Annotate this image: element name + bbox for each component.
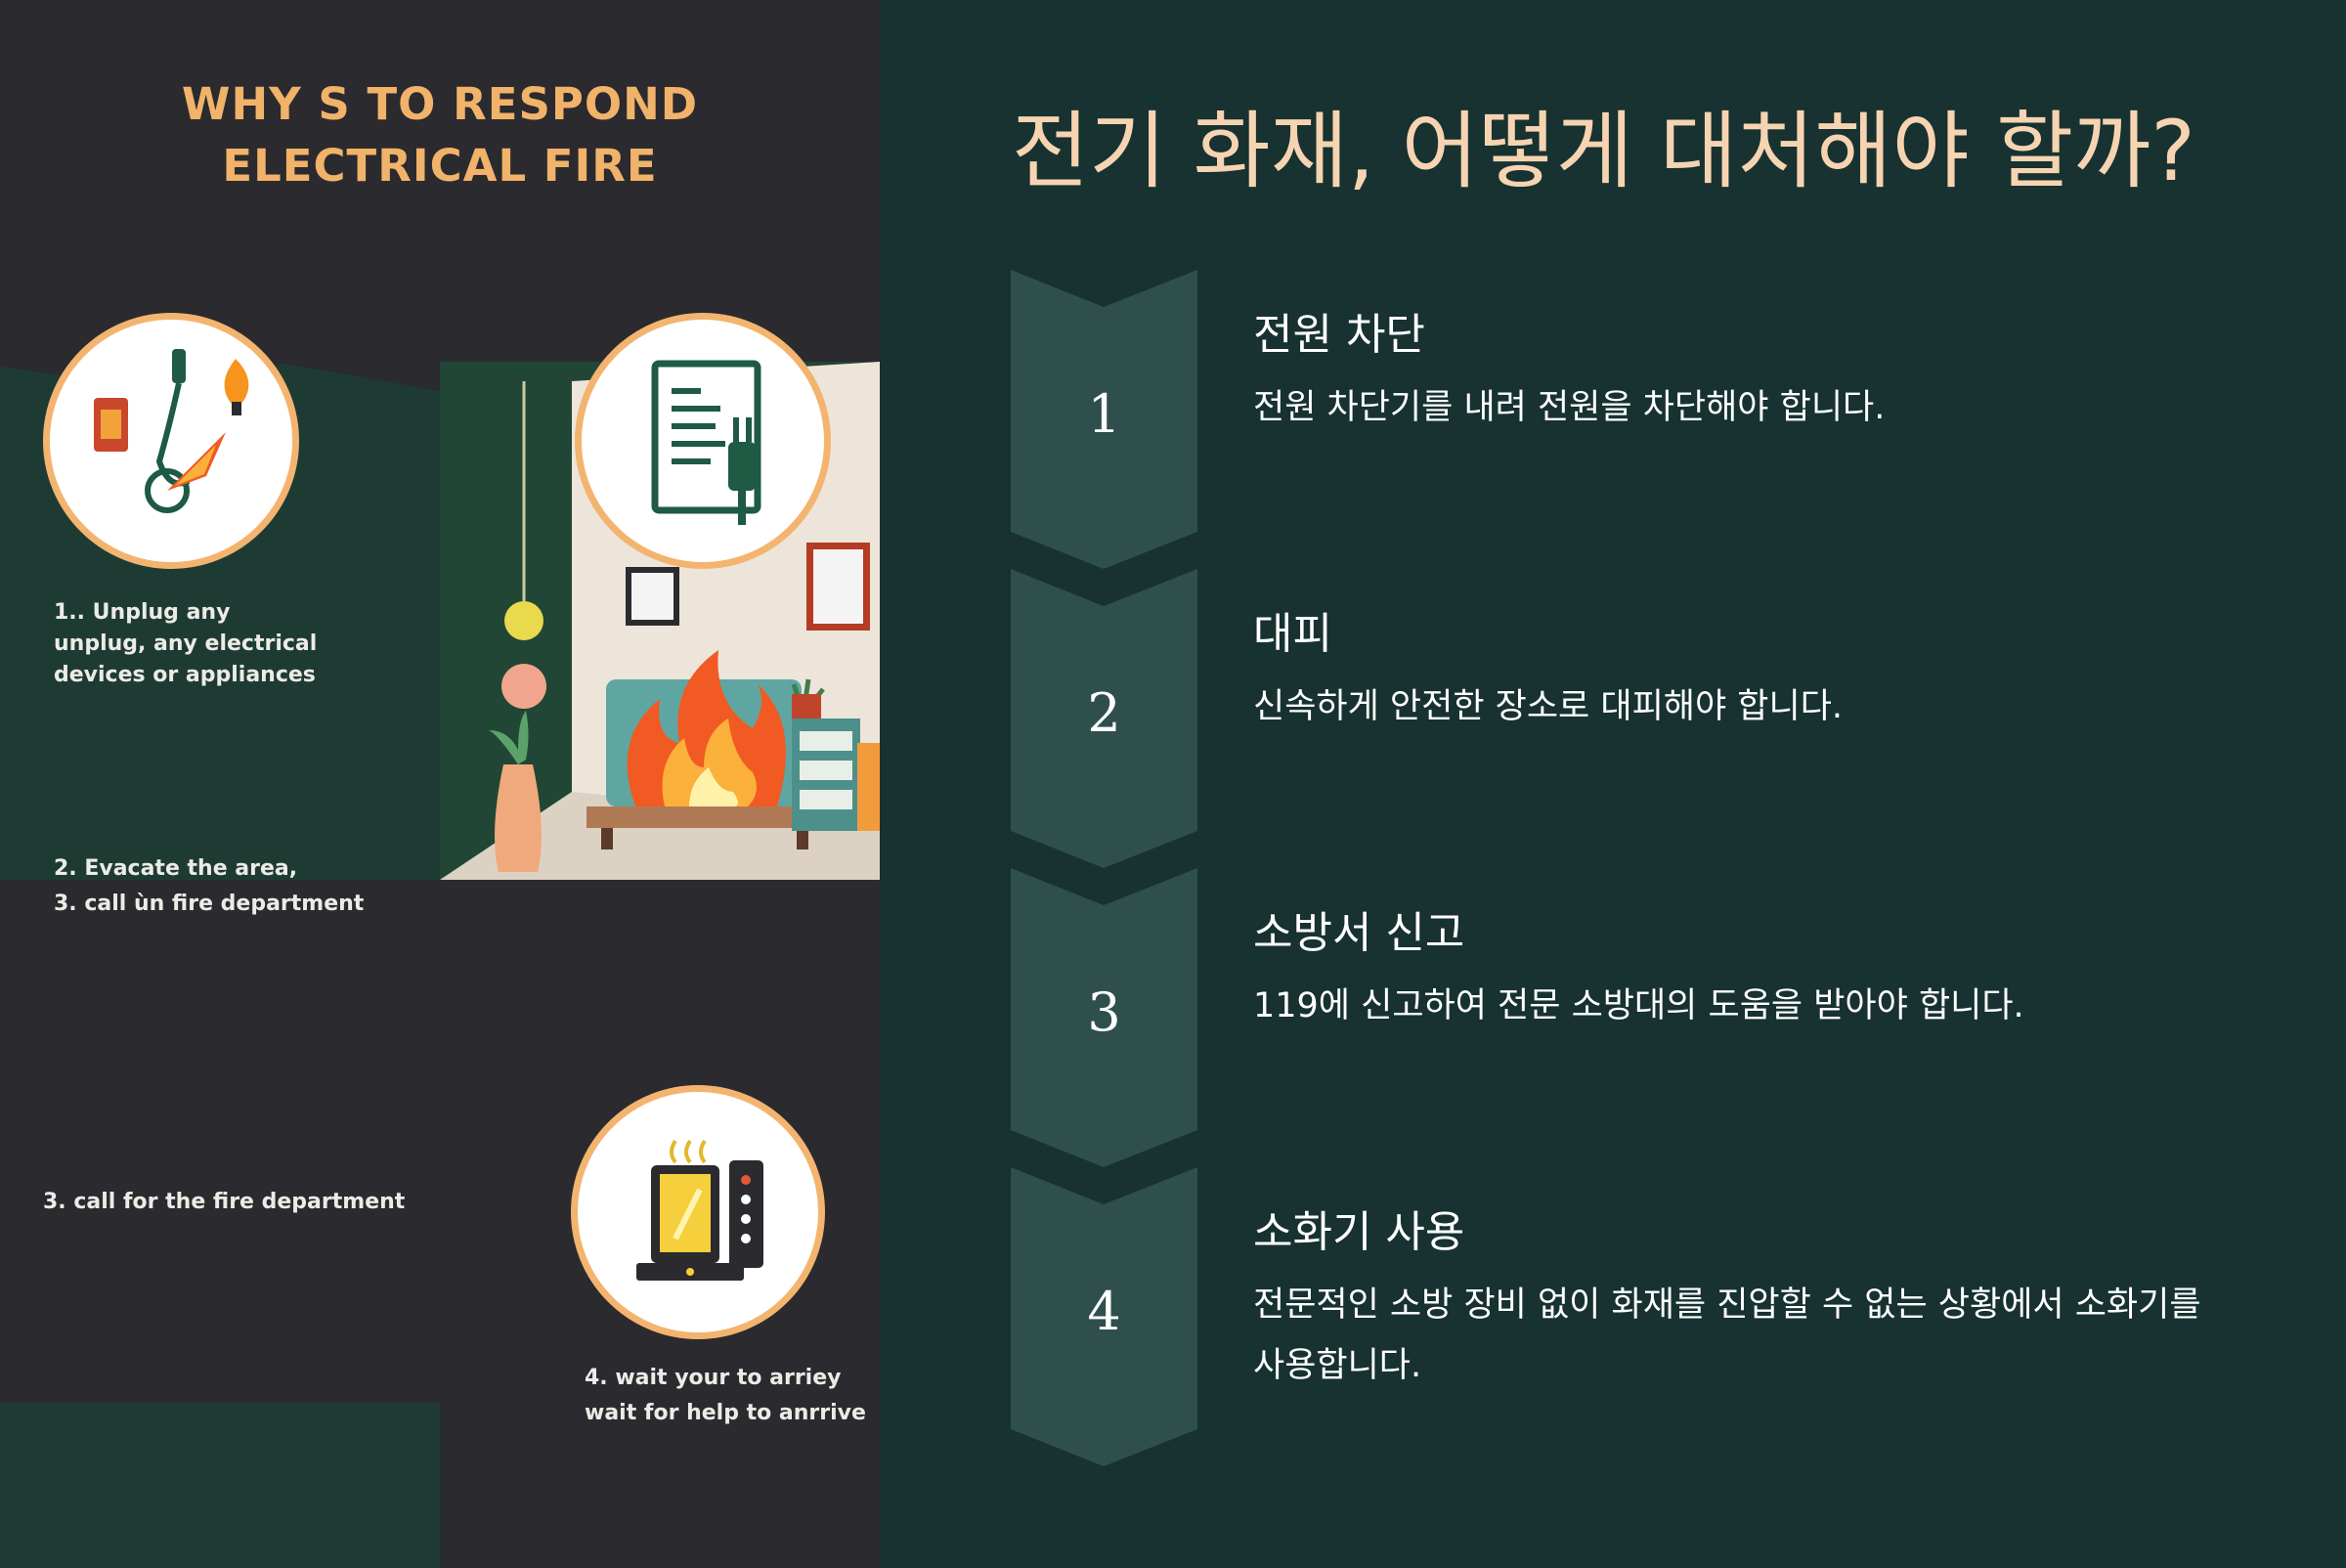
step-2-number: 2 (1087, 682, 1121, 744)
caption-step-1-line3: devices or appliances (54, 663, 316, 687)
step-2-title: 대피 (1253, 609, 1332, 659)
phone-icon (571, 1085, 825, 1339)
step-4-description: 전문적인 소방 장비 없이 화재를 진압할 수 없는 상황에서 소화기를 사용합… (1253, 1285, 2201, 1385)
caption-step-2-line1: 2. Evacate the area, (54, 856, 298, 881)
infographic-panel: WHY S TO RESPOND ELECTRICAL FIRE (0, 0, 880, 1568)
step-3-number: 3 (1087, 981, 1121, 1043)
caption-step-2: 2. Evacate the area, 3. call ùn fire dep… (54, 851, 364, 922)
step-3-chevron (1011, 868, 1197, 1167)
step-4-number: 4 (1087, 1281, 1121, 1342)
caption-step-1-line2: unplug, any electrical (54, 632, 318, 656)
step-1-number: 1 (1087, 383, 1121, 445)
step-1-chevron (1011, 270, 1197, 569)
step-4-chevron (1011, 1167, 1197, 1466)
step-2-chevron (1011, 569, 1197, 868)
caption-step-1-line1: 1.. Unplug any (54, 600, 231, 625)
step-1-title: 전원 차단 (1253, 310, 1425, 360)
caption-step-4-line2: wait for help to anrrive (585, 1401, 866, 1425)
caption-step-4: 4. wait your to arriey wait for help to … (585, 1361, 866, 1431)
fuse-box-icon (575, 313, 831, 569)
caption-step-3: 3. call for the fire department (43, 1190, 406, 1214)
step-1-description: 전원 차단기를 내려 전원을 차단해야 합니다. (1253, 388, 1886, 427)
step-4-title: 소화기 사용 (1253, 1207, 1465, 1257)
step-3-description: 119에 신고하여 전문 소방대의 도움을 받아야 합니다. (1253, 986, 2024, 1025)
page-title: 전기 화재, 어떻게 대처해야 할까? (1012, 103, 2195, 200)
unplug-icon (43, 313, 299, 569)
caption-step-4-line1: 4. wait your to arriey (585, 1366, 842, 1390)
infographic-title-line2: ELECTRICAL FIRE (222, 140, 658, 192)
infographic-title-line1: WHY S TO RESPOND (181, 78, 699, 130)
step-3-title: 소방서 신고 (1253, 908, 1465, 958)
step-2-description: 신속하게 안전한 장소로 대피해야 합니다. (1253, 687, 1844, 726)
caption-step-2-line2: 3. call ùn fire department (54, 892, 365, 916)
caption-step-1: 1.. Unplug any unplug, any electrical de… (54, 597, 317, 691)
